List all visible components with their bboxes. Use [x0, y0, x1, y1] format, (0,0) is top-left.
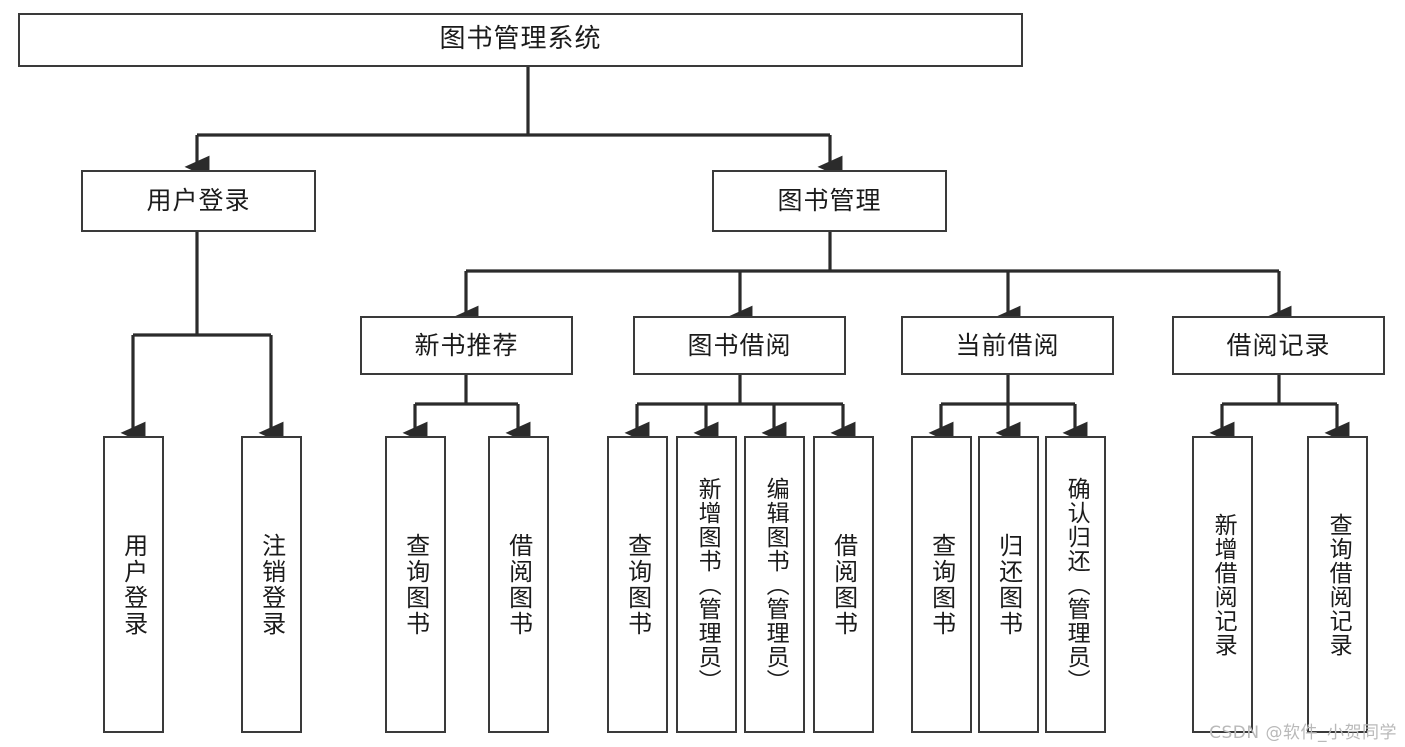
node-leaf-user-login-label: 用户登录: [119, 532, 148, 637]
node-leaf-query-book-2[interactable]: 查询图书: [607, 436, 668, 733]
node-leaf-query-record-label: 查询借阅记录: [1325, 512, 1352, 657]
node-leaf-add-book[interactable]: 新增图书（管理员）: [676, 436, 737, 733]
node-current-borrow-label: 当前借阅: [955, 330, 1060, 360]
node-book-manage[interactable]: 图书管理: [712, 170, 947, 232]
csdn-watermark: CSDN @软件_小贺同学: [1209, 723, 1397, 743]
node-leaf-borrow-book-1-label: 借阅图书: [504, 532, 533, 637]
node-new-book-rec-label: 新书推荐: [414, 330, 519, 360]
node-root-label: 图书管理系统: [439, 24, 602, 55]
node-leaf-user-login[interactable]: 用户登录: [103, 436, 164, 733]
node-leaf-query-book-3-label: 查询图书: [927, 532, 956, 637]
node-book-borrow-label: 图书借阅: [687, 330, 792, 360]
node-leaf-query-book-1[interactable]: 查询图书: [385, 436, 446, 733]
node-leaf-confirm-return-label: 确认归还（管理员）: [1063, 476, 1090, 693]
node-leaf-query-book-2-label: 查询图书: [623, 532, 652, 637]
node-leaf-add-book-label: 新增图书（管理员）: [694, 476, 721, 693]
node-leaf-add-record-label: 新增借阅记录: [1210, 512, 1237, 657]
node-leaf-add-record[interactable]: 新增借阅记录: [1192, 436, 1253, 733]
node-leaf-borrow-book-2-label: 借阅图书: [829, 532, 858, 637]
node-book-borrow[interactable]: 图书借阅: [633, 316, 846, 375]
node-borrow-record[interactable]: 借阅记录: [1172, 316, 1385, 375]
node-leaf-edit-book[interactable]: 编辑图书（管理员）: [744, 436, 805, 733]
node-user-login[interactable]: 用户登录: [81, 170, 316, 232]
node-current-borrow[interactable]: 当前借阅: [901, 316, 1114, 375]
node-leaf-borrow-book-1[interactable]: 借阅图书: [488, 436, 549, 733]
node-leaf-confirm-return[interactable]: 确认归还（管理员）: [1045, 436, 1106, 733]
node-leaf-logout-label: 注销登录: [257, 532, 286, 637]
node-leaf-return-book-label: 归还图书: [994, 532, 1023, 637]
node-leaf-return-book[interactable]: 归还图书: [978, 436, 1039, 733]
node-new-book-rec[interactable]: 新书推荐: [360, 316, 573, 375]
node-borrow-record-label: 借阅记录: [1226, 330, 1331, 360]
node-leaf-query-book-1-label: 查询图书: [401, 532, 430, 637]
node-leaf-edit-book-label: 编辑图书（管理员）: [762, 476, 789, 693]
node-leaf-query-record[interactable]: 查询借阅记录: [1307, 436, 1368, 733]
node-leaf-query-book-3[interactable]: 查询图书: [911, 436, 972, 733]
node-leaf-borrow-book-2[interactable]: 借阅图书: [813, 436, 874, 733]
node-book-manage-label: 图书管理: [777, 186, 882, 215]
node-user-login-label: 用户登录: [146, 186, 251, 215]
node-root[interactable]: 图书管理系统: [18, 13, 1023, 67]
node-leaf-logout[interactable]: 注销登录: [241, 436, 302, 733]
